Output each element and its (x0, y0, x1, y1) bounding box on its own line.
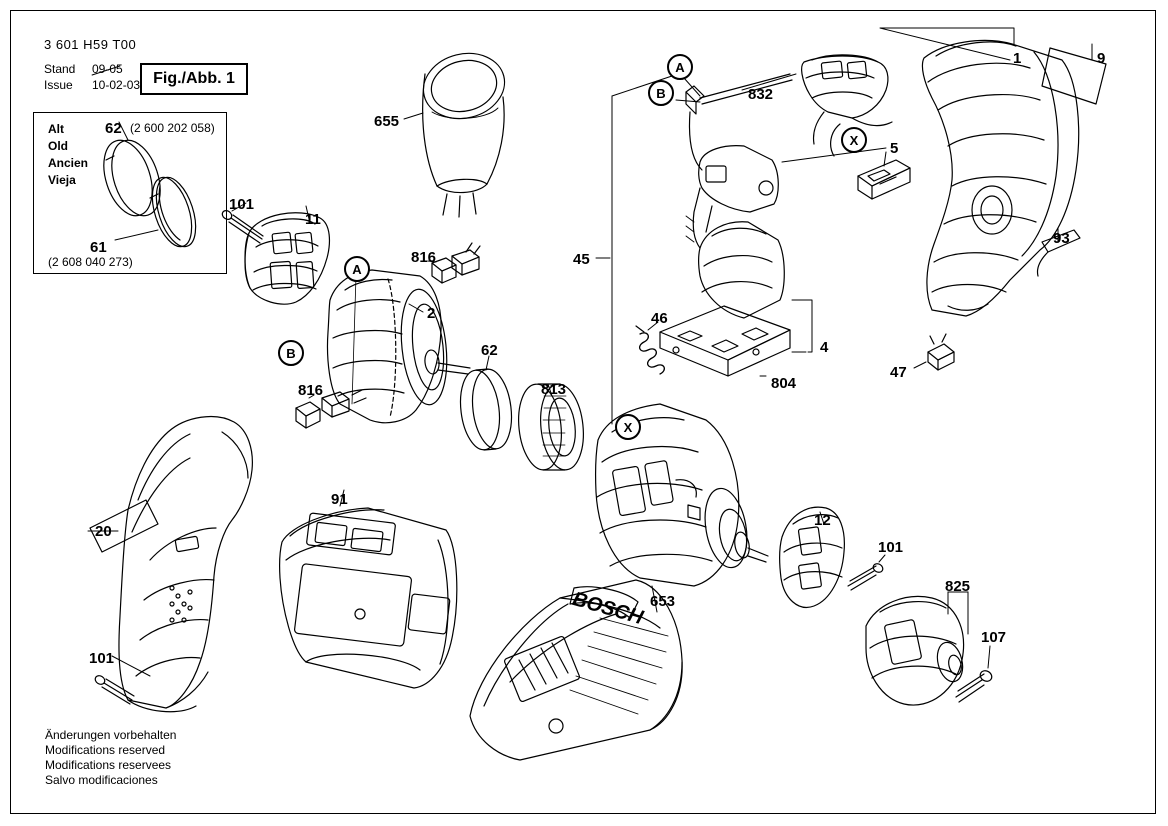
legend-item-62-number: 62 (105, 120, 122, 137)
marker-x-center: X (615, 414, 641, 440)
callout-832: 832 (748, 86, 774, 103)
callout-20: 20 (95, 523, 112, 540)
callout-816-a: 816 (411, 249, 437, 266)
legend-item-61-number: 61 (90, 239, 107, 256)
callout-655: 655 (374, 113, 400, 130)
legend-item-61-partno: (2 608 040 273) (48, 255, 133, 269)
callout-653: 653 (650, 593, 676, 610)
issue-date: 10-02-03 (92, 78, 141, 92)
footer-line-en: Modifications reserved (45, 743, 166, 757)
callout-11: 11 (305, 211, 321, 228)
callout-813: 813 (541, 381, 567, 398)
callout-62: 62 (481, 342, 498, 359)
footer-line-fr: Modifications reservees (45, 758, 172, 772)
callout-45: 45 (573, 251, 590, 268)
legend-lang-old: Old (48, 139, 68, 153)
legend-item-62-partno: (2 600 202 058) (130, 121, 215, 135)
callout-804: 804 (771, 375, 797, 392)
callout-12: 12 (814, 512, 831, 529)
callout-101-c: 101 (878, 539, 904, 556)
stand-label: Stand (44, 62, 76, 76)
callout-93: 93 (1053, 230, 1070, 247)
callout-825: 825 (945, 578, 971, 595)
marker-a-left: A (344, 256, 370, 282)
callout-91: 91 (331, 491, 348, 508)
part-code: 3 601 H59 T00 (44, 37, 137, 52)
callout-816-b: 816 (298, 382, 324, 399)
callout-47: 47 (890, 364, 907, 381)
footer-line-de: Änderungen vorbehalten (45, 728, 177, 742)
callout-5: 5 (890, 140, 899, 157)
callout-46: 46 (651, 310, 668, 327)
legend-box (33, 112, 227, 274)
legend-lang-vieja: Vieja (48, 173, 76, 187)
callout-4: 4 (820, 339, 829, 356)
figure-label: Fig./Abb. 1 (153, 70, 235, 87)
figure-label-box: Fig./Abb. 1 (140, 63, 248, 95)
marker-b-top: B (648, 80, 674, 106)
page-border (10, 10, 1156, 814)
marker-a-top: A (667, 54, 693, 80)
footer-line-es: Salvo modificaciones (45, 773, 158, 787)
marker-x-top: X (841, 127, 867, 153)
callout-101-a: 101 (229, 196, 255, 213)
callout-2: 2 (427, 305, 436, 322)
legend-lang-alt: Alt (48, 122, 64, 136)
callout-107: 107 (981, 629, 1007, 646)
issue-label: Issue (44, 78, 73, 92)
marker-b-left: B (278, 340, 304, 366)
legend-lang-ancien: Ancien (48, 156, 89, 170)
callout-9: 9 (1097, 50, 1106, 67)
callout-101-b: 101 (89, 650, 115, 667)
callout-1: 1 (1013, 50, 1022, 67)
